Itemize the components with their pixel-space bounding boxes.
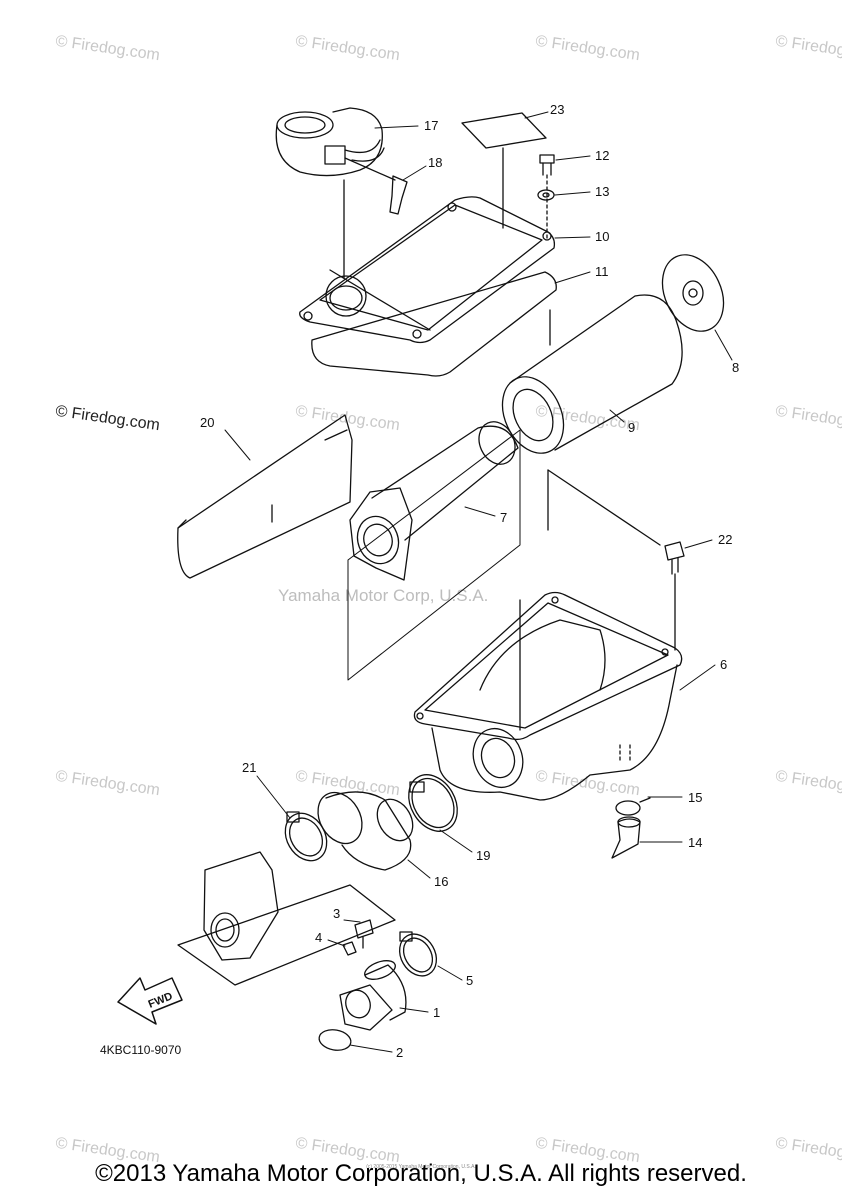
part-15-clamp (615, 797, 651, 816)
part-number-6: 6 (720, 657, 728, 672)
part-number-1: 1 (433, 1005, 441, 1020)
part-number-20: 20 (200, 415, 215, 430)
diagram-code: 4KBC110-9070 (100, 1043, 182, 1057)
part-number-22: 22 (718, 532, 733, 547)
part-number-17: 17 (424, 118, 439, 133)
part-18-hose-fitting (344, 157, 408, 215)
part-number-21: 21 (242, 760, 257, 775)
part-7-intake-tube (347, 421, 521, 681)
part-14-drain (611, 816, 641, 859)
part-4-bracket (342, 941, 357, 956)
part-number-4: 4 (315, 930, 323, 945)
part-number-23: 23 (550, 102, 565, 117)
part-13-washer (537, 189, 555, 201)
part-number-14: 14 (688, 835, 703, 850)
part-22-bolt (664, 541, 685, 651)
part-12-screw (539, 154, 555, 241)
part-number-12: 12 (595, 148, 610, 163)
part-2-o-ring (318, 1029, 352, 1051)
part-number-16: 16 (434, 874, 449, 889)
copyright-footer: ©2013 Yamaha Motor Corporation, U.S.A. A… (95, 1160, 747, 1187)
part-number-9: 9 (628, 420, 636, 435)
part-16-joint (317, 791, 414, 871)
part-5-clamp (398, 931, 438, 977)
tiny-copyright: (c) 2005-2015 Yamaha Motor Corporation, … (366, 1164, 476, 1170)
part-number-8: 8 (732, 360, 740, 375)
part-17-intake-cap (275, 107, 385, 279)
part-number-19: 19 (476, 848, 491, 863)
center-watermark: Yamaha Motor Corp, U.S.A. (278, 586, 489, 605)
part-8-end-cap (661, 254, 725, 332)
fwd-label: FWD (147, 990, 175, 1011)
part-21-clamp (284, 811, 328, 862)
carburetor-body (177, 851, 396, 986)
part-number-7: 7 (500, 510, 508, 525)
part-3-screw (354, 919, 374, 949)
part-9-air-filter (501, 294, 683, 454)
part-number-18: 18 (428, 155, 443, 170)
part-11-gasket (311, 271, 557, 377)
part-1-manifold (339, 960, 407, 1031)
leader-lines (224, 111, 733, 1053)
part-number-2: 2 (396, 1045, 404, 1060)
part-number-11: 11 (595, 264, 609, 279)
part-number-5: 5 (466, 973, 474, 988)
part-20-side-plate (177, 414, 353, 579)
part-10-cover (299, 196, 556, 344)
part-number-13: 13 (595, 184, 610, 199)
part-number-10: 10 (595, 229, 610, 244)
part-number-3: 3 (333, 906, 341, 921)
part-6-air-box-case (413, 469, 683, 801)
part-19-clamp-band (408, 774, 458, 832)
part-23-label-sticker (461, 112, 547, 229)
fwd-arrow-icon: FWD (117, 977, 183, 1025)
part-number-15: 15 (688, 790, 703, 805)
